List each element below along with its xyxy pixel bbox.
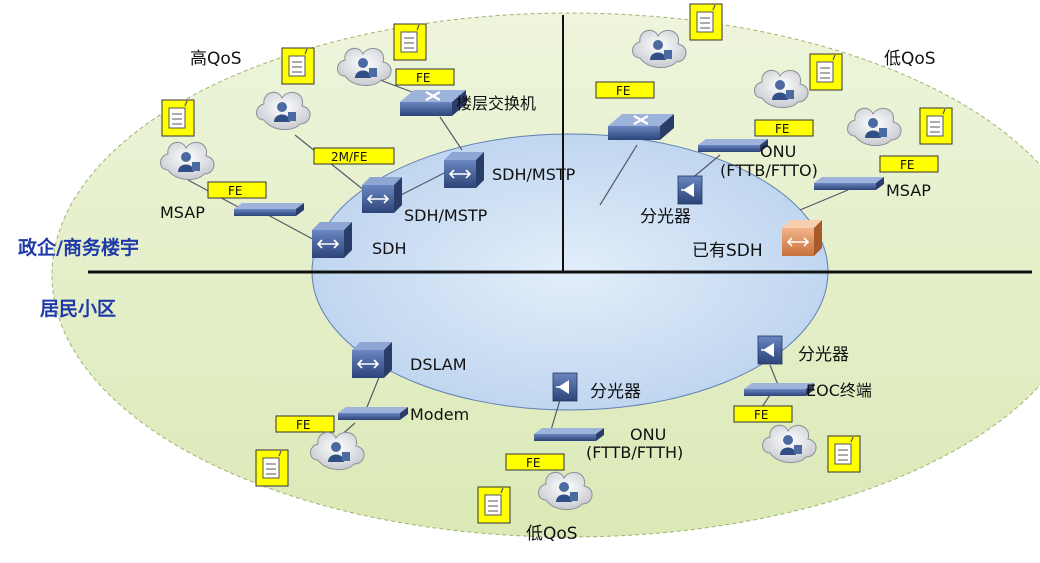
tag-fe-eoc-text: FE <box>754 408 768 422</box>
msap-left-device <box>234 203 304 216</box>
terminal-doc-icon <box>161 99 195 137</box>
terminal-doc-icon <box>255 449 289 487</box>
terminal-doc-icon <box>689 3 723 41</box>
terminal-doc-icon <box>919 107 953 145</box>
top-right-switch-device <box>606 112 676 142</box>
eoc-device <box>744 383 814 396</box>
terminal-doc-icon <box>809 53 843 91</box>
splitter-bottom-device <box>552 372 578 402</box>
qos-low-right-label: 低QoS <box>884 49 936 69</box>
tag-fe-floor-switch <box>395 68 455 86</box>
msap-right-device <box>814 177 884 190</box>
terminal-doc-icon <box>281 47 315 85</box>
sdh-mstp-device-2 <box>361 176 403 214</box>
tag-fe-top-right-switch-text: FE <box>616 84 630 98</box>
tag-fe-eoc <box>733 405 793 423</box>
eoc-label: EOC终端 <box>806 381 872 400</box>
splitter-top-label: 分光器 <box>640 207 691 227</box>
terminal-doc-icon <box>477 486 511 524</box>
onu-ftth-label-2: (FTTB/FTTH) <box>586 443 683 462</box>
zone-residential-label: 居民小区 <box>40 298 116 320</box>
splitter-right-device <box>757 335 783 365</box>
tag-fe-onu-bottom <box>505 453 565 471</box>
dslam-label: DSLAM <box>410 355 467 374</box>
tag-fe-msap-left-text: FE <box>228 184 242 198</box>
terminal-doc-icon <box>393 23 427 61</box>
tag-fe-onu-bottom-text: FE <box>526 456 540 470</box>
splitter-top-device <box>677 175 703 205</box>
terminal-doc-icon <box>827 435 861 473</box>
onu-ftto-label-2: (FTTB/FTTO) <box>720 161 818 180</box>
tag-fe-msap-left <box>207 181 267 199</box>
tag-2m-fe <box>313 147 395 165</box>
onu-ftth-device <box>534 428 604 441</box>
tag-fe-floor-switch-text: FE <box>416 71 430 85</box>
onu-ftto-device <box>698 139 768 152</box>
modem-device <box>338 407 408 420</box>
msap-right-label: MSAP <box>886 181 931 200</box>
existing-sdh-label: 已有SDH <box>692 241 763 261</box>
onu-ftth-label-1: ONU <box>630 425 666 444</box>
sdh-core-label: SDH <box>372 239 407 258</box>
tag-fe-onu-top <box>754 119 814 137</box>
sdh-core-device <box>311 221 353 259</box>
sdh-mstp-label-1: SDH/MSTP <box>492 165 576 184</box>
tag-fe-top-right-switch <box>595 81 655 99</box>
splitter-right-label: 分光器 <box>798 345 849 365</box>
msap-left-label: MSAP <box>160 203 205 222</box>
tag-2m-fe-text: 2M/FE <box>331 150 368 164</box>
dslam-device <box>351 341 393 379</box>
sdh-mstp-device-1 <box>443 151 485 189</box>
splitter-bottom-label: 分光器 <box>590 382 641 402</box>
tag-fe-modem-text: FE <box>296 418 310 432</box>
sdh-mstp-label-2: SDH/MSTP <box>404 206 488 225</box>
existing-sdh-device <box>782 220 822 256</box>
qos-low-bottom-label: 低QoS <box>526 524 578 544</box>
modem-label: Modem <box>410 405 469 424</box>
onu-ftto-label-1: ONU <box>760 142 796 161</box>
tag-fe-modem <box>275 415 335 433</box>
tag-fe-msap-right <box>879 155 939 173</box>
zone-enterprise-label: 政企/商务楼宇 <box>18 236 139 259</box>
tag-fe-onu-top-text: FE <box>775 122 789 136</box>
floor-switch-label: 楼层交换机 <box>456 94 536 113</box>
tag-fe-msap-right-text: FE <box>900 158 914 172</box>
qos-high-label: 高QoS <box>190 49 242 69</box>
